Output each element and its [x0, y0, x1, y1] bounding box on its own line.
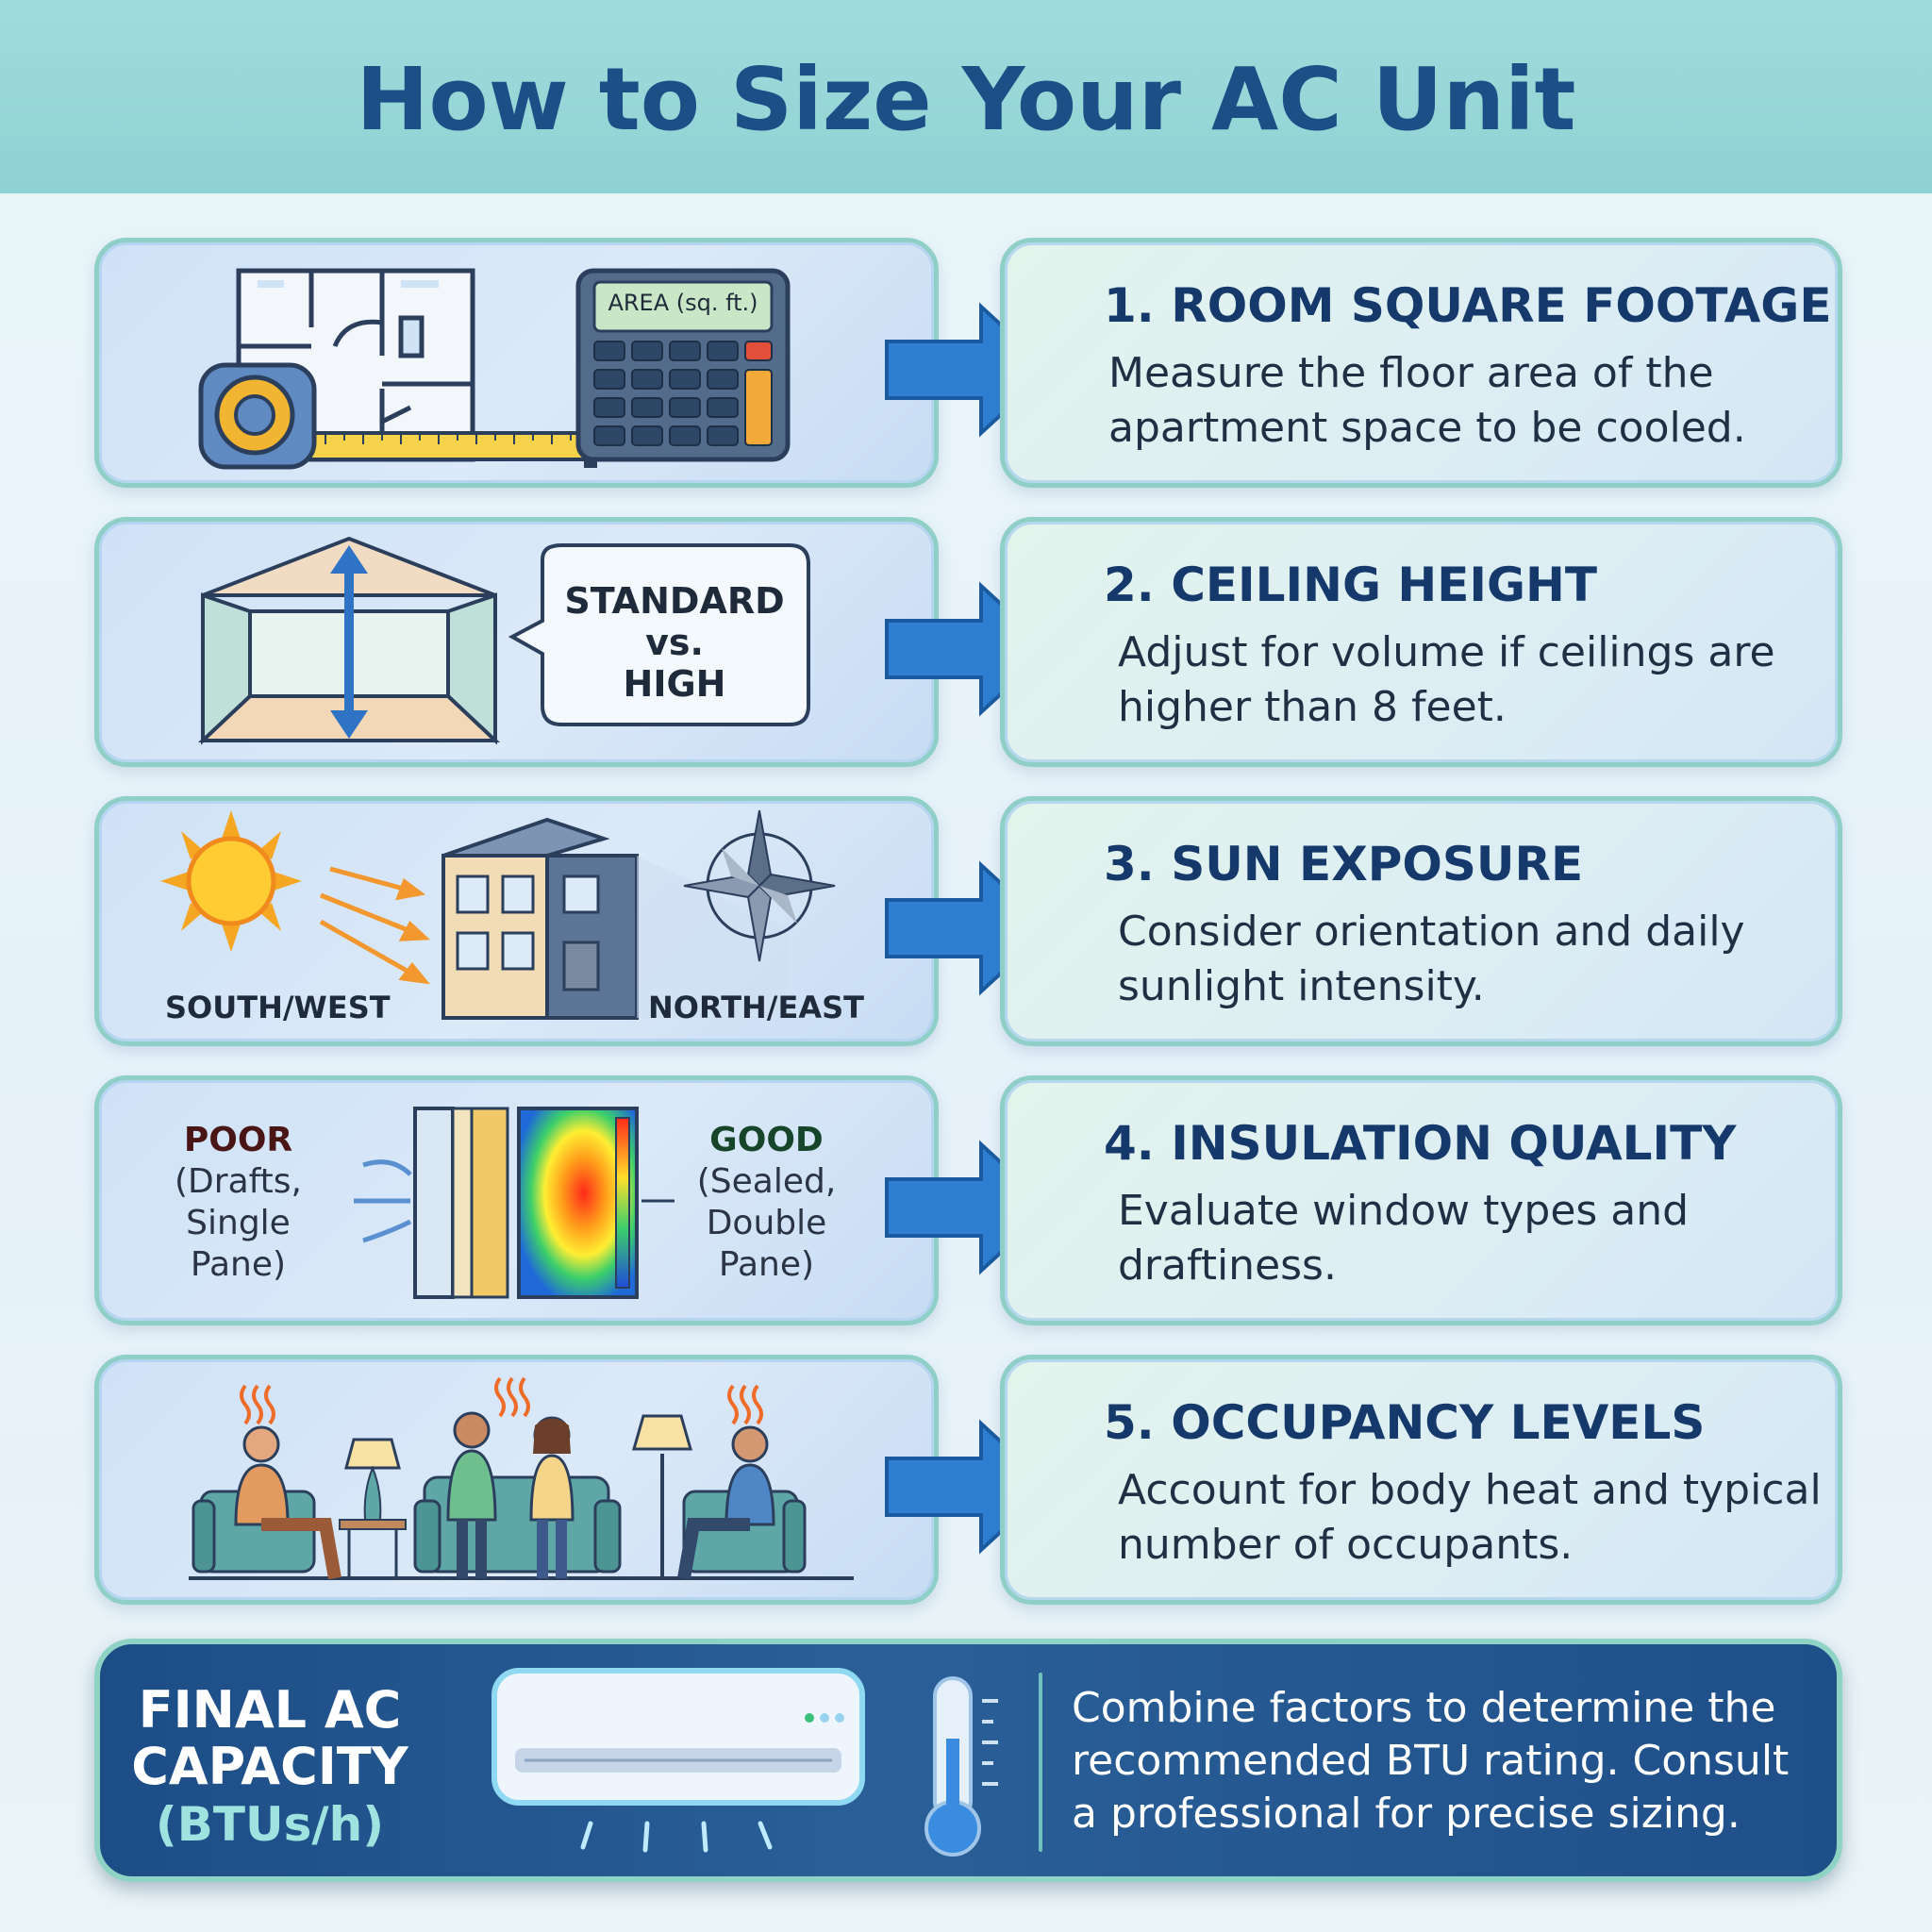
step-card-3: 3. SUN EXPOSURE Consider orientation and…: [1000, 796, 1842, 1046]
step-description: Consider orientation and daily sunlight …: [1118, 908, 1745, 1010]
good-insulation-label: GOOD (Sealed, Double Pane): [696, 1121, 837, 1284]
page-title: How to Size Your AC Unit: [356, 49, 1576, 150]
step-card-1: 1. ROOM SQUARE FOOTAGE Measure the floor…: [1000, 238, 1842, 488]
illustration-panel-2: STANDARD vs. HIGH: [94, 517, 939, 767]
step-description: Evaluate window types and draftiness.: [1118, 1187, 1690, 1290]
header-banner: How to Size Your AC Unit: [0, 0, 1932, 193]
south-west-label: SOUTH/WEST: [165, 990, 391, 1025]
compass-icon: [683, 809, 836, 962]
step-description: Measure the floor area of the apartment …: [1108, 349, 1746, 452]
step-card-5: 5. OCCUPANCY LEVELS Account for body hea…: [1000, 1355, 1842, 1605]
wall-section-icon: [354, 1107, 509, 1299]
step-title: 4. INSULATION QUALITY: [1104, 1116, 1737, 1171]
calculator-screen-label: AREA (sq. ft.): [608, 290, 758, 316]
calculator-icon: [575, 268, 791, 462]
step-title: 5. OCCUPANCY LEVELS: [1104, 1395, 1706, 1450]
final-capacity-text: Combine factors to determine the recomme…: [1072, 1684, 1790, 1838]
height-comparison-label: STANDARD vs. HIGH: [564, 580, 785, 705]
illustration-panel-5: [94, 1355, 939, 1605]
tape-measure-icon: [198, 362, 597, 470]
step-description: Adjust for volume if ceilings are higher…: [1118, 628, 1775, 731]
poor-insulation-label: POOR (Drafts, Single Pane): [175, 1121, 302, 1284]
room-height-icon: [197, 536, 501, 745]
step-title: 2. CEILING HEIGHT: [1104, 558, 1597, 612]
building-icon: [441, 817, 788, 1020]
north-east-label: NORTH/EAST: [648, 990, 864, 1025]
step-card-2: 2. CEILING HEIGHT Adjust for volume if c…: [1000, 517, 1842, 767]
people-on-sofas-icon: [189, 1376, 854, 1580]
sun-icon: [160, 810, 302, 952]
air-conditioner-icon: [491, 1668, 865, 1853]
step-title: 1. ROOM SQUARE FOOTAGE: [1104, 278, 1832, 333]
thermal-image-icon: [517, 1107, 675, 1299]
step-card-4: 4. INSULATION QUALITY Evaluate window ty…: [1000, 1075, 1842, 1325]
step-title: 3. SUN EXPOSURE: [1104, 837, 1584, 891]
thermometer-icon: [924, 1676, 998, 1857]
illustration-panel-3: SOUTH/WEST NORTH/EAST: [94, 796, 939, 1046]
sunlight-rays-icon: [319, 866, 431, 985]
lamp-icon: [632, 1414, 692, 1451]
illustration-panel-4: POOR (Drafts, Single Pane) GOOD (Sealed,…: [94, 1075, 939, 1325]
step-description: Account for body heat and typical number…: [1118, 1466, 1822, 1569]
heat-waves-icon: [240, 1376, 763, 1425]
footer-divider: [1039, 1673, 1042, 1852]
lamp-icon: [344, 1438, 401, 1470]
illustration-panel-1: AREA (sq. ft.): [94, 238, 939, 488]
final-capacity-title: FINAL AC CAPACITY: [131, 1680, 408, 1796]
speech-bubble-icon: [508, 543, 810, 726]
capacity-unit: (BTUs/h): [155, 1797, 385, 1852]
final-capacity-banner: FINAL AC CAPACITY (BTUs/h) Combine facto…: [94, 1639, 1842, 1882]
